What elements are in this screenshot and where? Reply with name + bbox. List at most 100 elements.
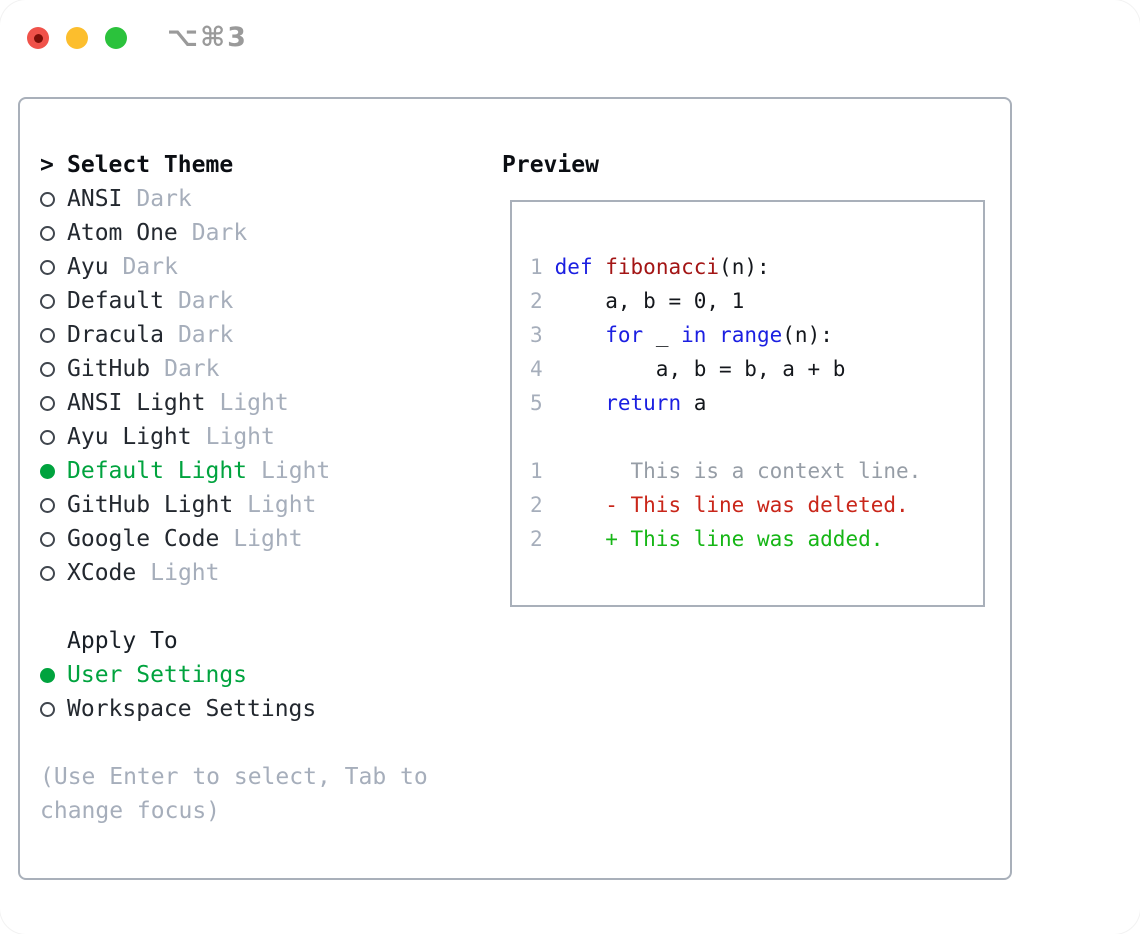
theme-name: Default [67,288,164,314]
select-theme-header-label: Select Theme [67,152,234,178]
code-line: 4 a, b = b, a + b [530,352,983,386]
theme-variant-tag: Dark [177,322,234,348]
diff-line: 1 This is a context line. [530,454,983,488]
theme-name: GitHub [67,356,151,382]
theme-name: Default Light [67,458,248,484]
line-number: 2 [530,527,543,551]
theme-name: Google Code [67,526,220,552]
spacer [530,420,983,454]
theme-name: Dracula [67,322,164,348]
spacer [40,590,490,624]
titlebar: ⌥⌘3 [0,0,1140,76]
code-line: 5 return a [530,386,983,420]
theme-variant-tag: Dark [164,356,220,382]
focus-prompt-icon: > [40,152,54,178]
line-number: 1 [530,255,543,279]
theme-name: Ayu [67,254,109,280]
theme-item[interactable]: GitHub Light Light [40,488,490,522]
line-number: 2 [530,493,543,517]
theme-name: XCode [67,560,137,586]
close-button[interactable] [27,27,49,49]
diff-line-text: - This line was deleted. [554,493,909,517]
theme-item[interactable]: ANSI Light Light [40,386,490,420]
help-text-line-2: change focus) [40,798,221,824]
radio-icon [40,497,55,513]
theme-variant-tag: Light [219,390,289,416]
zoom-button[interactable] [105,27,127,49]
apply-to-header-label: Apply To [67,628,178,654]
radio-icon [40,191,55,207]
theme-variant-tag: Light [150,560,220,586]
apply-option-label: Workspace Settings [67,696,317,722]
line-number: 2 [530,289,543,313]
theme-name: ANSI [67,186,123,212]
diff-line-text: This is a context line. [554,459,922,483]
radio-icon [40,429,55,445]
theme-name: ANSI Light [67,390,206,416]
select-theme-header: > Select Theme [40,148,490,182]
close-button-dot-icon [33,33,43,43]
radio-icon [40,293,55,309]
spacer [40,726,490,760]
theme-item[interactable]: Ayu Dark [40,250,490,284]
radio-icon [40,395,55,411]
line-number: 5 [530,391,543,415]
theme-variant-tag: Dark [177,288,234,314]
diff-preview: 1 This is a context line. 2 - This line w… [530,454,983,556]
theme-name: Atom One [67,220,178,246]
theme-item[interactable]: ANSI Dark [40,182,490,216]
preview-header: Preview [502,148,1002,182]
theme-variant-tag: Light [247,492,317,518]
theme-variant-tag: Dark [122,254,178,280]
line-number: 4 [530,357,543,381]
diff-line-text: + This line was added. [554,527,884,551]
theme-item[interactable]: XCode Light [40,556,490,590]
theme-variant-tag: Dark [191,220,248,246]
apply-option-label: User Settings [67,662,248,688]
radio-selected-icon [40,463,55,479]
theme-variant-tag: Light [233,526,303,552]
window-shortcut-label: ⌥⌘3 [167,22,248,53]
theme-item[interactable]: Default Dark [40,284,490,318]
line-number: 1 [530,459,543,483]
theme-name: Ayu Light [67,424,192,450]
theme-variant-tag: Dark [136,186,192,212]
radio-icon [40,327,55,343]
theme-item[interactable]: Google Code Light [40,522,490,556]
theme-item[interactable]: Atom One Dark [40,216,490,250]
theme-item[interactable]: Ayu Light Light [40,420,490,454]
apply-option[interactable]: Workspace Settings [40,692,490,726]
apply-option[interactable]: User Settings [40,658,490,692]
theme-item[interactable]: Default Light Light [40,454,490,488]
apply-to-header: Apply To [40,624,490,658]
code-line: 3 for _ in range(n): [530,318,983,352]
radio-icon [40,531,55,547]
theme-variant-tag: Light [205,424,275,450]
traffic-lights [27,27,127,49]
code-line: 2 a, b = 0, 1 [530,284,983,318]
minimize-button[interactable] [66,27,88,49]
diff-line: 2 + This line was added. [530,522,983,556]
theme-name: GitHub Light [67,492,234,518]
radio-icon [40,701,55,717]
help-text-line-1: (Use Enter to select, Tab to [40,764,428,790]
radio-selected-icon [40,667,55,683]
radio-icon [40,565,55,581]
line-number: 3 [530,323,543,347]
radio-icon [40,361,55,377]
theme-item[interactable]: GitHub Dark [40,352,490,386]
theme-item[interactable]: Dracula Dark [40,318,490,352]
radio-icon [40,259,55,275]
theme-variant-tag: Light [261,458,331,484]
radio-icon [40,225,55,241]
preview-header-label: Preview [502,152,599,178]
